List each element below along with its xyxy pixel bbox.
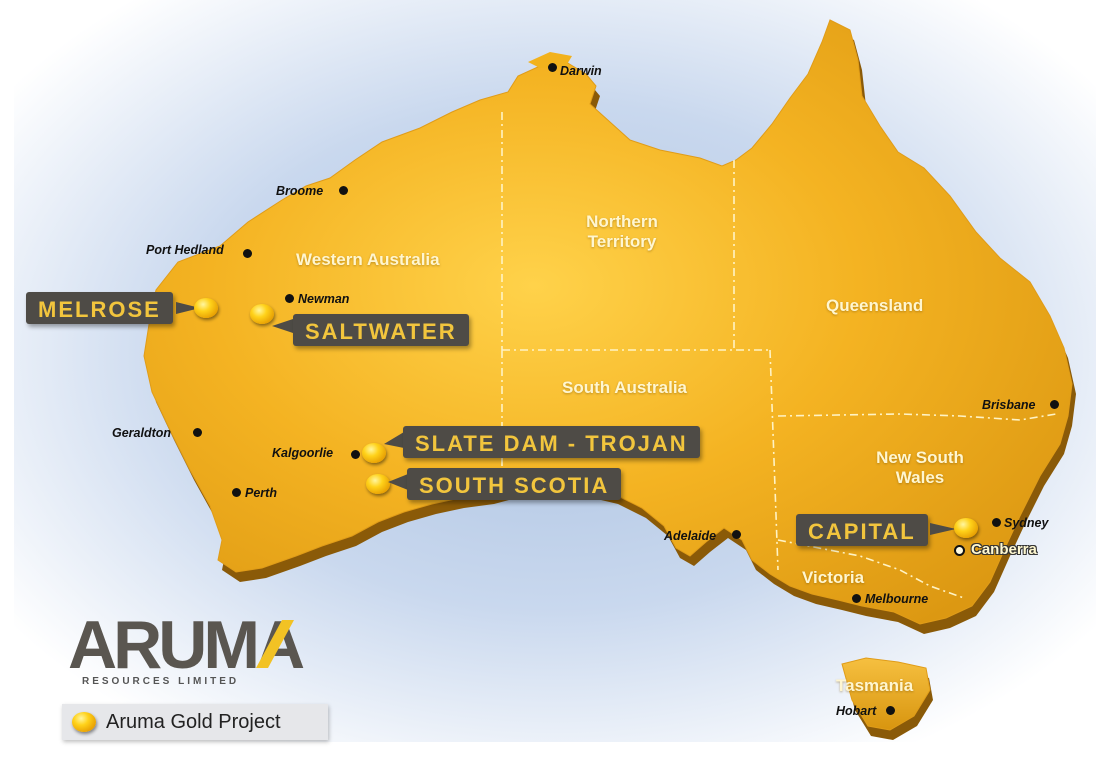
project-marker-slate-dam[interactable] <box>362 443 386 463</box>
legend: Aruma Gold Project <box>62 704 328 740</box>
state-borders <box>501 112 1057 599</box>
city-dot-broome <box>339 186 348 195</box>
city-newman: Newman <box>298 292 350 306</box>
city-melbourne: Melbourne <box>865 592 929 606</box>
city-broome: Broome <box>276 184 324 198</box>
city-dot-geraldton <box>193 428 202 437</box>
city-dot-melbourne <box>852 594 861 603</box>
mainland <box>143 19 1073 625</box>
city-perth: Perth <box>245 486 277 500</box>
city-dot-perth <box>232 488 241 497</box>
saltwater-pointer <box>272 318 296 334</box>
aruma-logo: ARUMA <box>68 612 308 676</box>
city-dot-hobart <box>886 706 895 715</box>
legend-label: Aruma Gold Project <box>106 711 281 733</box>
project-marker-saltwater[interactable] <box>250 304 274 324</box>
region-nsw-line2: Wales <box>895 468 945 487</box>
project-label-melrose[interactable]: MELROSE <box>26 292 173 324</box>
region-nt-line2: Territory <box>587 232 657 251</box>
south-scotia-pointer <box>388 474 408 490</box>
project-marker-capital[interactable] <box>954 518 978 538</box>
city-dot-port-hedland <box>243 249 252 258</box>
legend-marker-icon <box>72 712 96 732</box>
logo-accent-mark <box>256 620 294 668</box>
region-new-south-wales: New South Wales <box>860 448 980 488</box>
region-tasmania: Tasmania <box>836 676 914 695</box>
project-label-slate-dam[interactable]: SLATE DAM - TROJAN <box>403 426 700 458</box>
city-sydney: Sydney <box>1004 516 1049 530</box>
tasmania <box>841 657 931 731</box>
city-geraldton: Geraldton <box>112 426 172 440</box>
region-south-australia: South Australia <box>562 378 687 397</box>
city-dot-kalgoorlie <box>351 450 360 459</box>
region-northern-territory: Northern Territory <box>570 212 674 252</box>
region-victoria: Victoria <box>802 568 865 587</box>
project-label-saltwater[interactable]: SALTWATER <box>293 314 469 346</box>
project-marker-south-scotia[interactable] <box>366 474 390 494</box>
project-label-south-scotia[interactable]: SOUTH SCOTIA <box>407 468 622 500</box>
city-dot-darwin <box>548 63 557 72</box>
region-nsw-line1: New South <box>876 448 964 467</box>
slate-dam-pointer <box>384 432 404 448</box>
city-adelaide: Adelaide <box>664 529 717 543</box>
melrose-pointer <box>176 302 200 314</box>
city-port-hedland: Port Hedland <box>146 243 224 257</box>
capital-pointer <box>930 523 956 535</box>
city-dot-canberra <box>954 545 965 556</box>
region-queensland: Queensland <box>826 296 924 315</box>
project-marker-melrose[interactable] <box>194 298 218 318</box>
city-dot-sydney <box>992 518 1001 527</box>
city-hobart: Hobart <box>836 704 877 718</box>
island-north <box>528 52 572 68</box>
city-brisbane: Brisbane <box>982 398 1036 412</box>
city-dot-adelaide <box>732 530 741 539</box>
city-canberra: Canberra <box>971 541 1037 558</box>
city-kalgoorlie: Kalgoorlie <box>272 446 334 460</box>
logo-subtitle: RESOURCES LIMITED <box>82 676 240 687</box>
city-dot-brisbane <box>1050 400 1059 409</box>
region-western-australia: Western Australia <box>296 250 440 269</box>
project-label-capital[interactable]: CAPITAL <box>796 514 928 546</box>
city-dot-newman <box>285 294 294 303</box>
city-darwin: Darwin <box>560 64 602 78</box>
region-nt-line1: Northern <box>586 212 658 231</box>
